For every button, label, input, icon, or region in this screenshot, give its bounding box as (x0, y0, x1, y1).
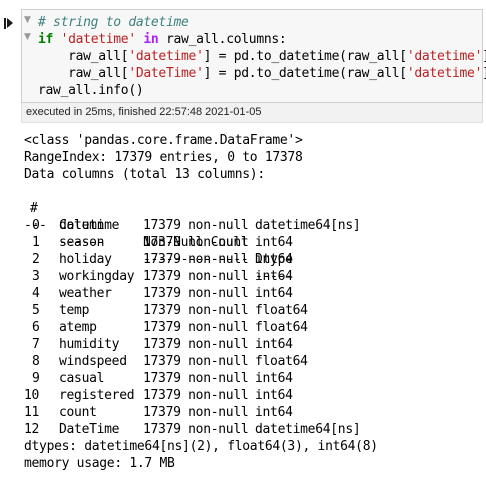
cell-idx: 10 (24, 388, 40, 403)
output-class-line: <class 'pandas.core.frame.DataFrame'> (24, 133, 303, 148)
cell-dtype: int64 (255, 337, 293, 352)
cell-dtype: int64 (255, 252, 293, 267)
cell-column: count (59, 405, 97, 420)
code-line-assign-datetime: raw_all['datetime'] = pd.to_datetime(raw… (68, 49, 486, 64)
cell-idx: 2 (32, 252, 40, 267)
cell-nonnull: 17379 non-null (143, 388, 249, 403)
cell-idx: 6 (32, 320, 40, 335)
cell-idx: 7 (32, 337, 40, 352)
fold-arrow-icon[interactable]: ▼ (24, 32, 31, 42)
cell-dtype: int64 (255, 235, 293, 250)
code-line-if: if 'datetime' in raw_all.columns: (38, 32, 287, 47)
cell-column: DateTime (59, 422, 120, 437)
output-header-row: # Column Non-Null Count Dtype (24, 183, 293, 285)
cell-column: registered (59, 388, 135, 403)
run-cell-icon[interactable] (4, 17, 14, 29)
cell-nonnull: 17379 non-null (143, 269, 249, 284)
cell-nonnull: 17379 non-null (143, 303, 249, 318)
fold-arrow-icon[interactable]: ▼ (24, 15, 31, 25)
cell-nonnull: 17379 non-null (143, 422, 249, 437)
code-line-assign-DateTime: raw_all['DateTime'] = pd.to_datetime(raw… (68, 66, 486, 81)
output-columns-line: Data columns (total 13 columns): (24, 167, 265, 182)
code-line-comment: # string to datetime (38, 15, 189, 30)
cell-column: humidity (59, 337, 120, 352)
cell-column: workingday (59, 269, 135, 284)
cell-idx: 1 (32, 235, 40, 250)
cell-idx: 8 (32, 354, 40, 369)
cell-column: temp (59, 303, 90, 318)
cell-nonnull: 17379 non-null (143, 320, 249, 335)
cell-idx: 9 (32, 371, 40, 386)
cell-idx: 0 (32, 218, 40, 233)
cell-nonnull: 17379 non-null (143, 252, 249, 267)
code-line-info: raw_all.info() (38, 83, 144, 98)
cell-nonnull: 17379 non-null (143, 337, 249, 352)
cell-idx: 4 (32, 286, 40, 301)
output-range-line: RangeIndex: 17379 entries, 0 to 17378 (24, 150, 303, 165)
cell-column: casual (59, 371, 105, 386)
code-cell-input[interactable]: ▼ ▼ # string to datetime if 'datetime' i… (21, 9, 486, 103)
cell-column: holiday (59, 252, 112, 267)
cell-dtype: float64 (255, 354, 308, 369)
cell-nonnull: 17379 non-null (143, 286, 249, 301)
cell-dtype: int64 (255, 371, 293, 386)
cell-column: atemp (59, 320, 97, 335)
output-separator-row: --- ------ -------------- ----- (24, 218, 293, 284)
header-dtype: Dtype (255, 252, 293, 267)
cell-dtype: datetime64[ns] (255, 422, 361, 437)
header-nonnull: Non-Null Count (143, 235, 249, 250)
execution-time-status: executed in 25ms, finished 22:57:48 2021… (21, 103, 483, 123)
cell-column: windspeed (59, 354, 127, 369)
cell-idx: 3 (32, 269, 40, 284)
cell-idx: 11 (24, 405, 40, 420)
cell-dtype: int64 (255, 269, 293, 284)
cell-dtype: int64 (255, 388, 293, 403)
cell-dtype: int64 (255, 286, 293, 301)
cell-dtype: int64 (255, 405, 293, 420)
output-memory-line: memory usage: 1.7 MB (24, 456, 175, 471)
cell-dtype: float64 (255, 320, 308, 335)
header-idx: # (30, 201, 38, 216)
cell-nonnull: 17379 non-null (143, 218, 249, 233)
cell-nonnull: 17379 non-null (143, 354, 249, 369)
cell-dtype: datetime64[ns] (255, 218, 361, 233)
cell-dtype: float64 (255, 303, 308, 318)
cell-nonnull: 17379 non-null (143, 235, 249, 250)
cell-column: datetime (59, 218, 120, 233)
cell-idx: 12 (24, 422, 40, 437)
header-column: Column (59, 218, 105, 233)
cell-column: weather (59, 286, 112, 301)
cell-nonnull: 17379 non-null (143, 405, 249, 420)
cell-nonnull: 17379 non-null (143, 371, 249, 386)
cell-column: season (59, 235, 105, 250)
output-dtypes-line: dtypes: datetime64[ns](2), float64(3), i… (24, 439, 378, 454)
cell-idx: 5 (32, 303, 40, 318)
